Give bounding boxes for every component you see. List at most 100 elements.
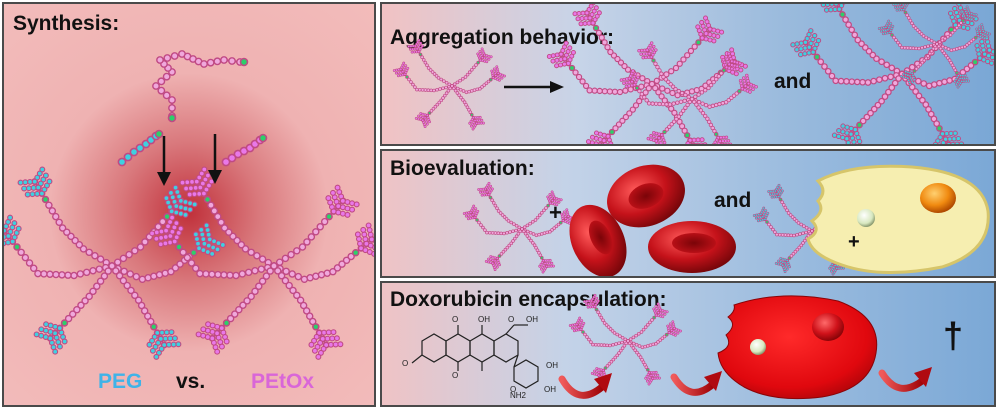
polymer-core-bead <box>804 230 808 235</box>
polymer-arm-bead <box>149 347 156 354</box>
polymer-arm-bead <box>5 239 12 246</box>
polymer-core-bead <box>650 318 654 322</box>
polymer-arm-bead <box>939 131 946 137</box>
polymer-arm-bead <box>669 324 673 328</box>
polymer-arm-bead <box>882 29 885 33</box>
polymer-arm-bead <box>640 48 644 53</box>
polymer-arm-bead <box>654 48 658 52</box>
polymer-arm-bead <box>589 302 593 306</box>
polymer-core-bead <box>929 38 934 43</box>
doxorubicin-molecule <box>411 324 539 389</box>
bioevaluation-plus: + <box>549 200 562 225</box>
polymer-arm-bead <box>651 374 655 377</box>
polymer-core-bead <box>946 56 950 60</box>
polymer-arm-bead <box>399 70 403 74</box>
polymer-core-bead <box>637 332 641 336</box>
polymer-core-bead <box>196 269 204 278</box>
polymer-core-bead <box>767 222 771 227</box>
polymer-arm-bead <box>719 135 723 140</box>
polymer-arm-bead <box>981 47 987 53</box>
polymer-core-bead <box>874 101 882 109</box>
polymer-core-bead <box>483 228 487 232</box>
polymer-core-bead <box>73 305 81 314</box>
polymer-core-bead <box>575 73 583 81</box>
polymer-core-bead <box>678 123 686 130</box>
polymer-arm-bead <box>585 299 589 303</box>
precursor-bead <box>162 72 171 81</box>
polymer-arm-bead <box>165 341 172 348</box>
polymer-arm-bead <box>654 304 658 308</box>
polymer-core-bead <box>915 28 920 32</box>
polymer-arm-bead <box>624 81 629 85</box>
polymer-arm-bead <box>647 46 651 50</box>
curved-arrow-2 <box>670 371 722 396</box>
brush-spine-bead <box>540 256 544 260</box>
polymer-arm-bead <box>485 193 488 197</box>
polymer-core-bead <box>572 69 579 76</box>
polymer-arm-bead <box>935 138 941 144</box>
polymer-core-bead <box>522 229 526 234</box>
polymer-core-bead <box>436 76 441 80</box>
polymer-core-bead <box>442 79 446 83</box>
polymer-core-bead <box>915 92 923 100</box>
polymer-core-bead <box>495 206 499 211</box>
polymer-core-bead <box>247 248 255 257</box>
polymer-arm-bead <box>812 32 818 39</box>
polymer-arm-bead <box>15 225 22 232</box>
polymer-arm-bead <box>573 323 577 327</box>
polymer-core-bead <box>462 100 467 104</box>
polymer-arm-bead <box>748 90 752 94</box>
polymer-core-bead <box>538 253 543 258</box>
polymer-core-bead <box>531 241 535 245</box>
polymer-arm-bead <box>153 235 160 242</box>
polymer-arm-bead <box>570 50 576 55</box>
polymer-arm-bead <box>565 208 569 212</box>
precursor-bead <box>206 58 215 67</box>
synthesis-artwork <box>4 50 374 360</box>
polymer-arm-bead <box>879 29 883 33</box>
polymer-arm-bead <box>554 63 560 69</box>
molecule-atom-label: OH <box>478 315 490 324</box>
brush-spine-bead <box>646 368 650 372</box>
polymer-core-bead <box>601 39 608 46</box>
polymer-core-bead <box>455 86 460 91</box>
polymer-arm-bead <box>471 127 475 131</box>
polymer-arm-bead <box>775 195 778 199</box>
polymer-core-bead <box>275 258 284 266</box>
polymer-core-bead <box>619 117 626 124</box>
polymer-arm-bead <box>648 380 652 384</box>
polymer-core-bead <box>869 51 877 59</box>
polymer-core-bead <box>953 68 958 73</box>
polymer-core-bead <box>920 60 925 65</box>
polymer-core-bead <box>631 341 636 346</box>
polymer-arm-bead <box>313 333 320 340</box>
polymer-arm-bead <box>702 142 708 144</box>
polymer-core-bead <box>498 211 503 215</box>
polymer-arm-bead <box>61 338 68 345</box>
polymer-core-bead <box>214 212 222 221</box>
brush-spine-bead <box>651 58 656 63</box>
polymer-core-bead <box>596 87 603 95</box>
polymer-core-bead <box>439 77 443 82</box>
polymer-core-bead <box>929 49 934 53</box>
polymer-arm-bead <box>167 239 174 246</box>
brush-spine-bead <box>765 220 769 224</box>
polymer-core-bead <box>777 232 782 237</box>
polymer-core-bead <box>617 341 621 346</box>
polymer-core-bead <box>794 219 799 223</box>
polymer-arm-bead <box>474 123 477 127</box>
polymer-arm-bead <box>484 259 488 263</box>
polymer-arm-bead <box>824 4 831 8</box>
polymer-arm-bead <box>794 41 800 47</box>
polymer-arm-bead <box>545 264 549 268</box>
polymer-core-bead <box>666 79 671 84</box>
polymer-arm-bead <box>733 71 739 77</box>
polymer-arm-bead <box>198 170 205 177</box>
polymer-arm-bead <box>198 226 205 233</box>
polymer-core-bead <box>922 101 930 108</box>
polymer-arm-bead <box>739 81 743 86</box>
polymer-core-bead <box>703 88 708 93</box>
polymer-arm-bead <box>308 341 315 348</box>
polymer-arm-bead <box>967 79 970 83</box>
polymer-arm-bead <box>963 76 966 80</box>
